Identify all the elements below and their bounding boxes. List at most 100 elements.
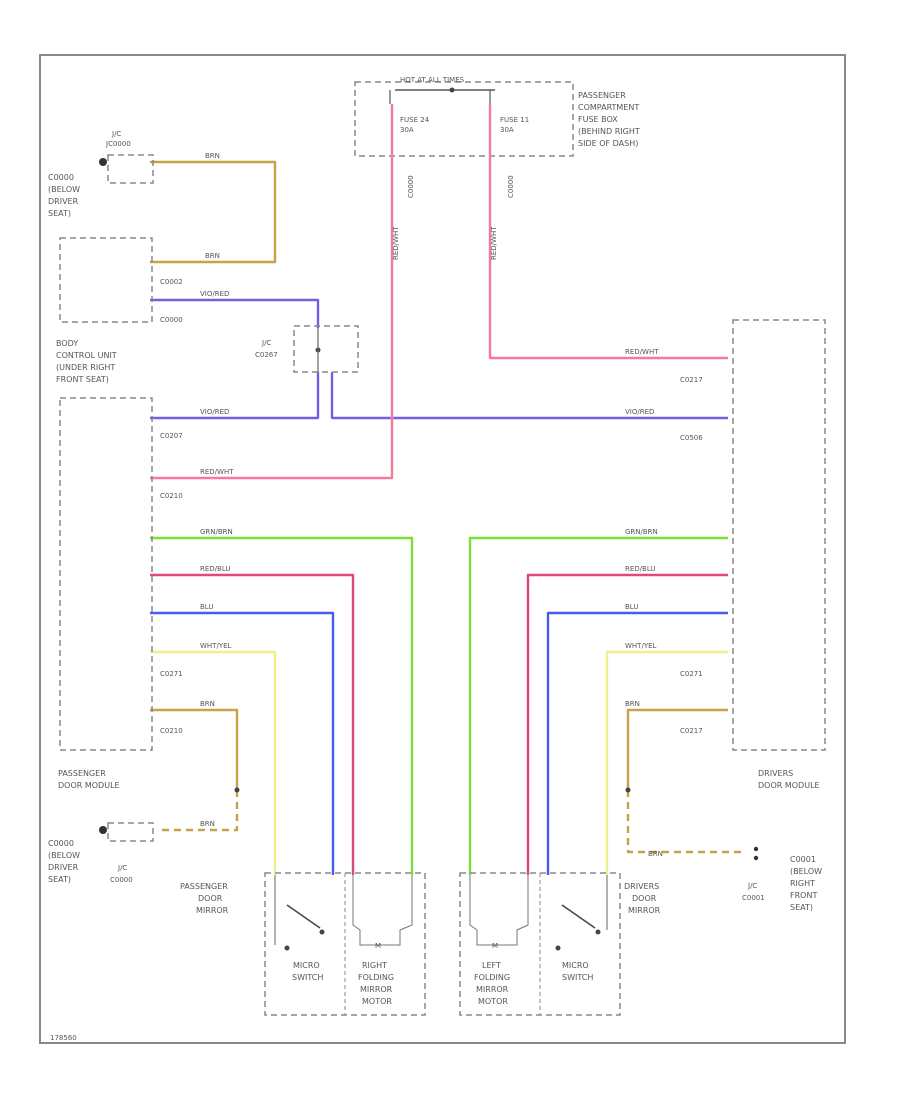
bcu-title-4: FRONT SEAT) — [56, 375, 109, 384]
ground-bottom-loc-3: DRIVER — [48, 863, 79, 872]
ground-bottom-loc-4: SEAT) — [48, 875, 71, 884]
wire-redblu-pass-label: RED/BLU — [200, 565, 231, 573]
drv-motor-label-1: LEFT — [482, 961, 501, 970]
bcu-connector-2: C0000 — [160, 316, 183, 324]
ground-right-loc-4: FRONT — [790, 891, 817, 900]
ground-bottom-loc-1: C0000 — [48, 839, 74, 848]
body-control-unit: C0002 C0000 BODY CONTROL UNIT (UNDER RIG… — [56, 237, 183, 384]
pass-switch-label-1: MICRO — [293, 961, 320, 970]
drv-motor-label-2: FOLDING — [474, 973, 510, 982]
pass-motor-label-1: RIGHT — [362, 961, 387, 970]
drv-folding-motor-icon: M — [469, 875, 529, 950]
ddm-title-1: DRIVERS — [758, 769, 793, 778]
ground-top-code: JC0000 — [105, 140, 131, 148]
wire-vio-ddm — [330, 372, 728, 420]
fuse-11-rating: 30A — [500, 126, 514, 134]
fuse-24-rating: 30A — [400, 126, 414, 134]
wire-redblu-drv — [526, 573, 728, 875]
ground-top-loc-2: (BELOW — [48, 185, 80, 194]
ground-right-loc-5: SEAT) — [790, 903, 813, 912]
pass-micro-switch-icon — [274, 875, 325, 951]
wire-brn-pdm-label-2: BRN — [200, 820, 215, 828]
wire-redwht-fuse24-label: RED/WHT — [392, 226, 400, 260]
fuse-right-connector: C0000 — [507, 175, 515, 198]
pass-mirror-title-2: DOOR — [198, 894, 223, 903]
jc-splice-name: J/C — [261, 339, 271, 347]
pdm-conn-brn: C0210 — [160, 727, 183, 735]
svg-text:M: M — [492, 942, 498, 950]
ground-junction-right: J/C C0001 C0001 (BELOW RIGHT FRONT SEAT) — [742, 846, 822, 912]
fuse-11-label: FUSE 11 — [500, 116, 529, 124]
diagram-frame — [39, 54, 846, 1044]
jc-splice: J/C C0267 — [255, 325, 359, 373]
wire-blu-pass-label: BLU — [200, 603, 213, 611]
ground-bottom-code: C0000 — [110, 876, 133, 884]
bcu-title-2: CONTROL UNIT — [56, 351, 117, 360]
ground-junction-top: J/C JC0000 C0000 (BELOW DRIVER SEAT) — [48, 130, 154, 218]
ddm-conn-sw: C0271 — [680, 670, 703, 678]
wire-brn-ddm-label-1: BRN — [625, 700, 640, 708]
drv-switch-label-1: MICRO — [562, 961, 589, 970]
pdm-conn-vio: C0207 — [160, 432, 183, 440]
wire-redwht-ddm — [488, 104, 728, 360]
passenger-door-mirror: PASSENGER DOOR MIRROR MICRO SWITCH M RIG… — [180, 872, 426, 1016]
ddm-conn-brn: C0217 — [680, 727, 703, 735]
wire-redblu-pass — [150, 573, 355, 875]
wire-redblu-drv-label: RED/BLU — [625, 565, 656, 573]
wire-grn-pass — [150, 536, 414, 875]
fuse-box: HOT AT ALL TIMES FUSE 24 30A FUSE 11 30A… — [354, 76, 640, 198]
ground-right-code: C0001 — [742, 894, 765, 902]
wire-brn-ddm-label-2: BRN — [648, 850, 663, 858]
wire-brn-ddm-ground — [626, 708, 728, 790]
wire-vio-bcu-label: VIO/RED — [200, 290, 229, 298]
wire-whtyel-pass-label: WHT/YEL — [200, 642, 232, 650]
wire-vio-ddm-label: VIO/RED — [625, 408, 654, 416]
ground-bottom-name: J/C — [117, 864, 127, 872]
drv-motor-label-3: MIRROR — [476, 985, 509, 994]
svg-text:M: M — [375, 942, 381, 950]
ground-top-loc-4: SEAT) — [48, 209, 71, 218]
wire-redwht-fuse11-label: RED/WHT — [490, 226, 498, 260]
pass-switch-label-2: SWITCH — [292, 973, 323, 982]
wire-brn-pdm-ground — [150, 708, 239, 790]
wire-whtyel-pass — [150, 650, 277, 875]
wire-brn-ddm-ground-dash — [626, 790, 745, 854]
wire-redwht-pdm-label: RED/WHT — [200, 468, 234, 476]
drv-motor-label-4: MOTOR — [478, 997, 508, 1006]
diagram-footer-code: 178560 — [50, 1034, 77, 1042]
fuse-box-title-5: SIDE OF DASH) — [578, 139, 638, 148]
ground-top-name: J/C — [111, 130, 121, 138]
wire-blu-pass — [150, 611, 335, 875]
wire-vio-bcu — [150, 298, 320, 328]
fuse-box-title-2: COMPARTMENT — [578, 103, 639, 112]
bcu-title-1: BODY — [56, 339, 78, 348]
fuse-left-connector: C0000 — [407, 175, 415, 198]
wire-vio-pdm — [150, 372, 320, 420]
ground-right-loc-2: (BELOW — [790, 867, 822, 876]
drv-micro-switch-icon — [555, 875, 608, 951]
wire-brn-top — [150, 160, 277, 264]
pdm-conn-sw: C0271 — [160, 670, 183, 678]
wire-grn-pass-label: GRN/BRN — [200, 528, 233, 536]
fuse-box-title-4: (BEHIND RIGHT — [578, 127, 640, 136]
ground-right-loc-1: C0001 — [790, 855, 816, 864]
wire-grn-drv-label: GRN/BRN — [625, 528, 658, 536]
fuse-24-label: FUSE 24 — [400, 116, 430, 124]
drivers-door-mirror: DRIVERS DOOR MIRROR M LEFT FOLDING MIRRO… — [459, 872, 661, 1016]
ground-junction-bottom: C0000 (BELOW DRIVER SEAT) J/C C0000 — [48, 822, 154, 884]
wire-blu-drv — [546, 611, 728, 875]
pdm-conn-red: C0210 — [160, 492, 183, 500]
wire-blu-drv-label: BLU — [625, 603, 638, 611]
drv-mirror-title-1: DRIVERS — [624, 882, 659, 891]
jc-splice-code: C0267 — [255, 351, 278, 359]
pass-motor-label-2: FOLDING — [358, 973, 394, 982]
ddm-title-2: DOOR MODULE — [758, 781, 820, 790]
ground-top-loc-3: DRIVER — [48, 197, 79, 206]
passenger-door-module: C0207 C0210 C0271 C0210 PASSENGER DOOR M… — [58, 397, 183, 790]
pass-motor-label-4: MOTOR — [362, 997, 392, 1006]
ground-right-loc-3: RIGHT — [790, 879, 815, 888]
wire-whtyel-drv — [605, 650, 728, 875]
bcu-title-3: (UNDER RIGHT — [56, 363, 115, 372]
wire-vio-pdm-label: VIO/RED — [200, 408, 229, 416]
